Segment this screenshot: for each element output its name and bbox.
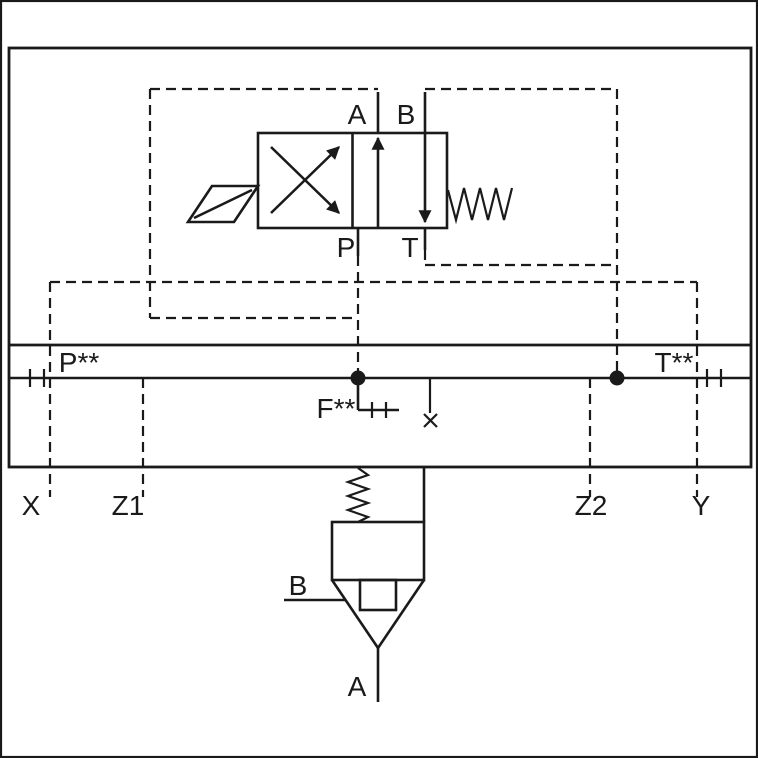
port-z1-label: Z1 bbox=[112, 490, 145, 521]
pilot-port-b-label: B bbox=[397, 99, 416, 130]
pilot-directional-valve: A B P T bbox=[185, 92, 514, 263]
pilot-drain-label: T** bbox=[655, 347, 694, 378]
port-x-label: X bbox=[22, 490, 41, 521]
pilot-port-p-label: P bbox=[337, 232, 356, 263]
manifold-block bbox=[7, 46, 753, 469]
crossed-flow-arrow-icon bbox=[270, 146, 340, 214]
plug-cross-icon bbox=[423, 413, 438, 428]
gauge-port-branch bbox=[356, 378, 399, 418]
pilot-circuit-dashed-lines bbox=[48, 87, 699, 497]
cartridge-sleeve bbox=[330, 520, 426, 582]
main-port-b-label: B bbox=[289, 570, 308, 601]
port-z2-label: Z2 bbox=[575, 490, 608, 521]
main-port-a-label: A bbox=[348, 671, 367, 702]
pilot-port-a-label: A bbox=[348, 99, 367, 130]
cartridge-spring-icon bbox=[344, 467, 372, 523]
cartridge-seat-left bbox=[330, 579, 380, 649]
plugged-branch bbox=[423, 378, 438, 428]
pilot-gallery: P** T** F** bbox=[9, 347, 751, 428]
block-outline bbox=[7, 46, 753, 469]
cartridge-seat-right bbox=[376, 579, 426, 649]
gauge-port-label: F** bbox=[317, 393, 356, 424]
cartridge-poppet bbox=[358, 578, 398, 612]
external-port-labels: X Z1 Z2 Y bbox=[22, 490, 711, 521]
port-y-label: Y bbox=[692, 490, 711, 521]
solenoid-icon bbox=[185, 184, 261, 224]
junction-dot-right bbox=[609, 370, 625, 386]
pilot-port-t-label: T bbox=[401, 232, 418, 263]
pilot-supply-label: P** bbox=[59, 347, 100, 378]
valve-spring-icon bbox=[446, 187, 514, 225]
main-cartridge-valve: B A bbox=[284, 467, 426, 702]
